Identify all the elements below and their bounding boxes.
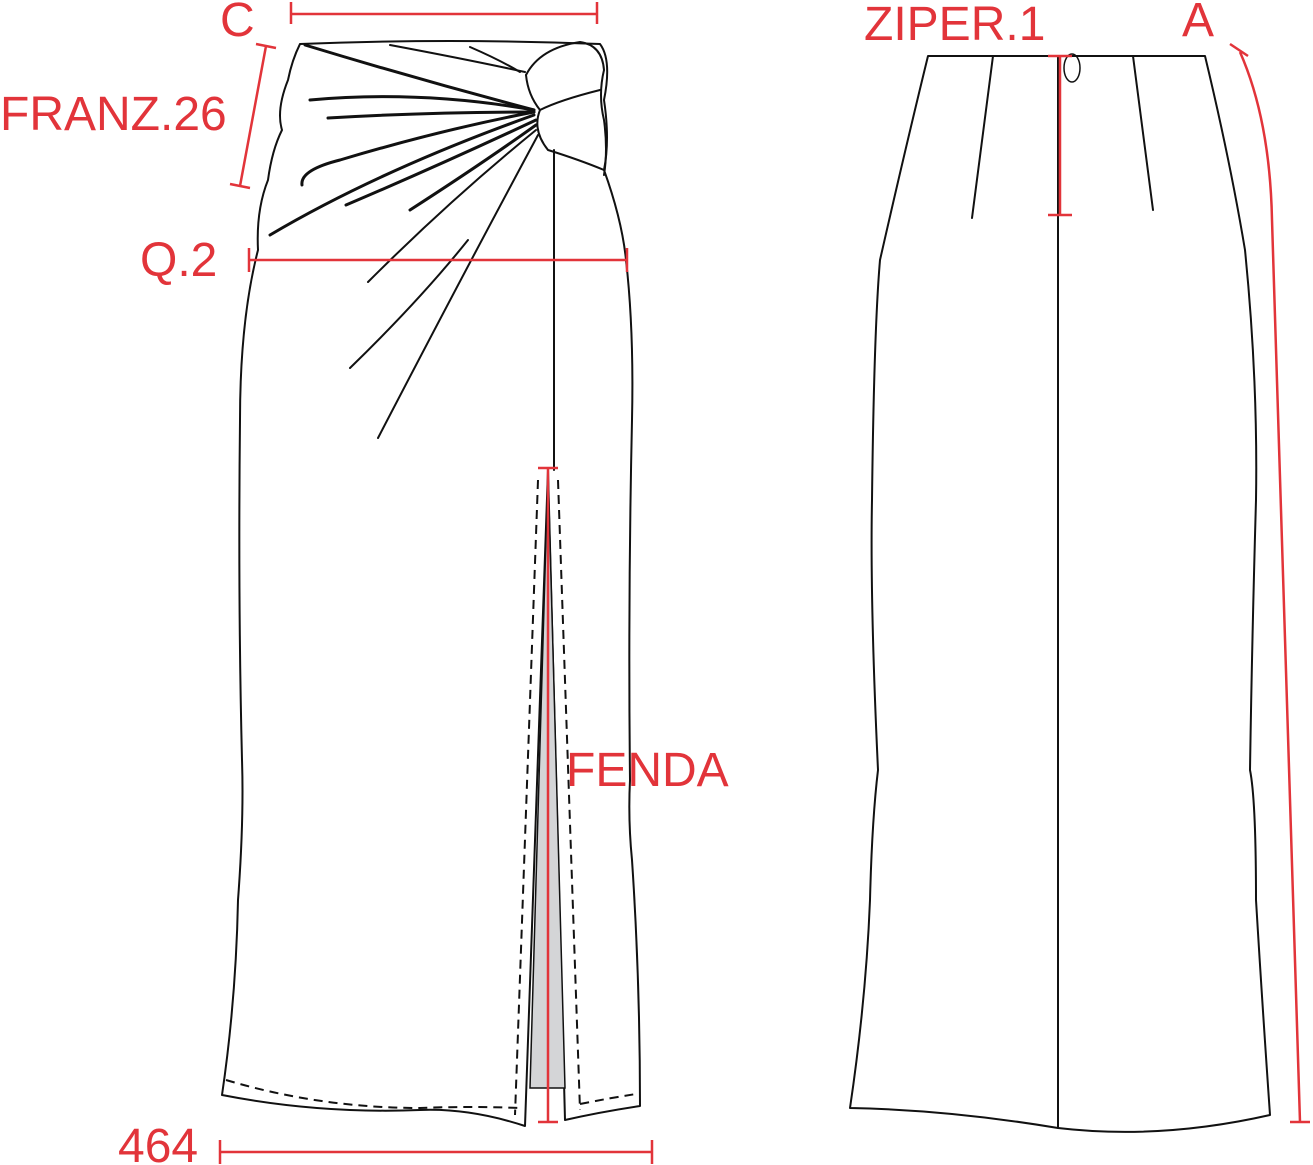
slit-right-topstitch	[557, 479, 581, 1111]
measure-length: A	[1182, 0, 1310, 1124]
back-dart-left	[971, 55, 994, 219]
label-zipper: ZIPER.1	[864, 0, 1045, 51]
measure-waist: C	[220, 0, 599, 47]
knot-and-gathers	[268, 41, 607, 439]
hem-topstitch-right	[579, 1093, 637, 1105]
label-length: A	[1182, 0, 1214, 47]
label-waist-width: C	[220, 0, 255, 47]
measure-gather: FRANZ.26	[0, 42, 277, 190]
front-skirt	[221, 40, 641, 1127]
measure-zipper: ZIPER.1	[864, 0, 1072, 217]
back-dart-right	[1132, 55, 1154, 211]
label-gather-height: FRANZ.26	[0, 88, 227, 141]
slit-left-topstitch	[514, 479, 539, 1116]
front-skirt-outline	[221, 40, 641, 1127]
measure-hem: 464	[118, 1120, 654, 1165]
back-skirt	[849, 53, 1271, 1133]
label-hem-width: 464	[118, 1120, 198, 1165]
measure-slit: FENDA	[538, 466, 729, 1124]
label-hip-width: Q.2	[140, 234, 217, 287]
measure-hip: Q.2	[140, 234, 629, 287]
label-slit: FENDA	[566, 744, 729, 797]
back-skirt-outline	[849, 55, 1271, 1133]
zipper-pull	[1063, 53, 1081, 83]
hem-topstitch-left	[225, 1079, 521, 1110]
